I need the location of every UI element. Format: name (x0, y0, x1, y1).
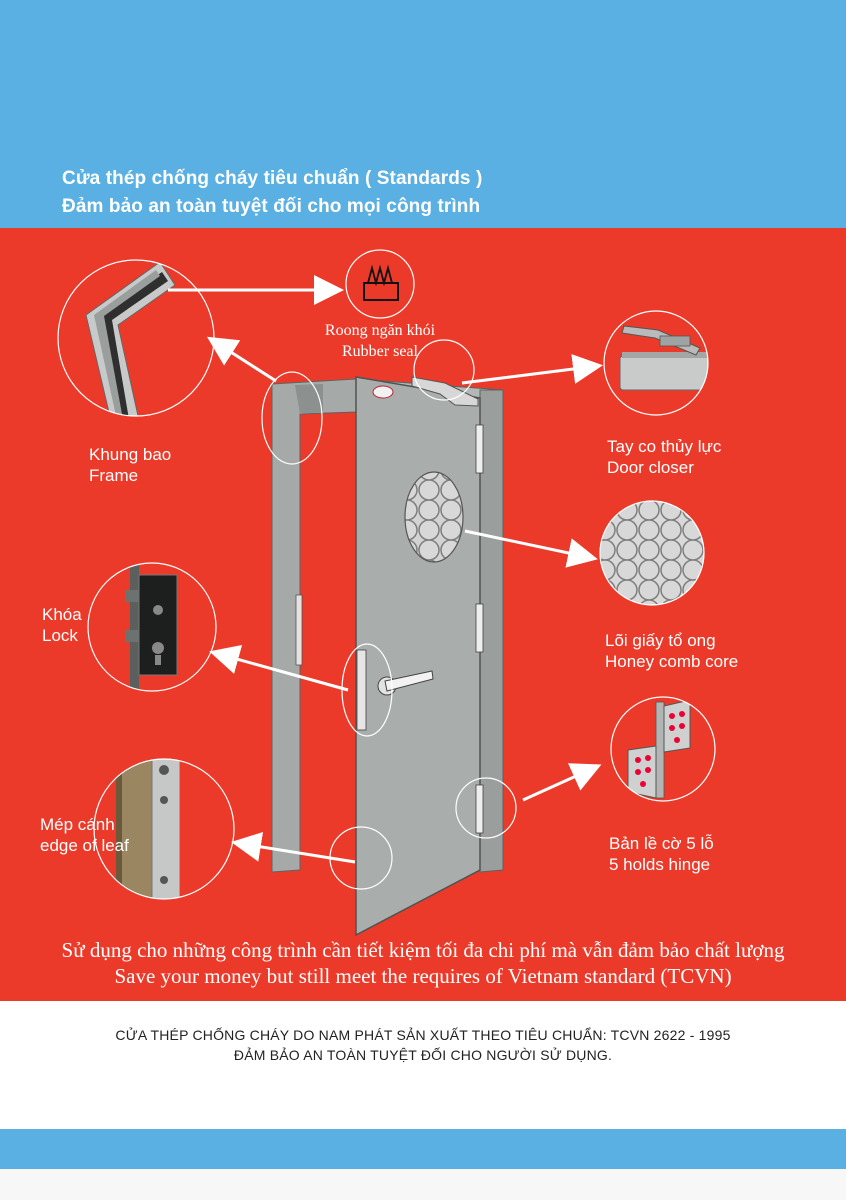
frame-detail-circle (57, 259, 215, 417)
lock-label-vi: Khóa (42, 605, 82, 624)
edge-label-en: edge of leaf (40, 836, 129, 855)
bottom-white-strip (0, 1169, 846, 1200)
bottom-blue-band (0, 1129, 846, 1169)
frame-label-vi: Khung bao (89, 445, 172, 464)
edge-label: Mép cánh edge of leaf (40, 814, 129, 856)
slogan-en: Save your money but still meet the requi… (114, 964, 732, 988)
door-leaf (355, 376, 484, 937)
edge-label-vi: Mép cánh (40, 815, 115, 834)
lock-circle (87, 562, 217, 692)
header-line-2: Đảm bảo an toàn tuyệt đối cho mọi công t… (62, 196, 481, 217)
notice-line-2: ĐẢM BẢO AN TOÀN TUYỆT ĐỐI CHO NGƯỜI SỬ D… (233, 1047, 613, 1063)
edge-of-leaf-circle (93, 758, 235, 900)
door-closer-circle (603, 310, 709, 416)
hinge-label-en: 5 holds hinge (609, 855, 711, 874)
white-notice-band (0, 1001, 846, 1129)
honeycomb-label-vi: Lõi giấy tổ ong (605, 631, 716, 650)
honeycomb-label-en: Honey comb core (605, 652, 739, 671)
rubber-seal-circle (345, 249, 415, 319)
slogan-vi: Sử dụng cho những công trình cần tiết ki… (61, 938, 785, 962)
rubber-seal-label-en: Rubber seal (342, 343, 418, 360)
door-closer-label-en: Door closer (607, 458, 694, 477)
door-window (405, 472, 463, 562)
hinge-label-vi: Bản lề cờ 5 lỗ (609, 834, 714, 853)
notice-line-1: CỬA THÉP CHỐNG CHÁY DO NAM PHÁT SẢN XUẤT… (115, 1027, 731, 1043)
door-closer-label: Tay co thủy lực Door closer (607, 436, 721, 478)
rubber-seal-label: Roong ngăn khói Rubber seal (310, 320, 450, 362)
hinge-label: Bản lề cờ 5 lỗ 5 holds hinge (609, 833, 714, 875)
frame-label: Khung bao Frame (89, 444, 171, 486)
honeycomb-circle (599, 500, 705, 606)
lock-label-en: Lock (42, 626, 78, 645)
door-closer-label-vi: Tay co thủy lực (607, 437, 722, 456)
focus-circles (261, 339, 517, 890)
header-line-1: Cửa thép chống cháy tiêu chuẩn ( Standar… (62, 168, 483, 189)
lock-label: Khóa Lock (42, 604, 82, 646)
frame-label-en: Frame (89, 466, 139, 485)
honeycomb-label: Lõi giấy tổ ong Honey comb core (605, 630, 738, 672)
hinge-circle (610, 696, 716, 802)
rubber-seal-label-vi: Roong ngăn khói (324, 322, 436, 339)
top-blue-band (0, 0, 846, 228)
callout-arrows (168, 275, 603, 864)
